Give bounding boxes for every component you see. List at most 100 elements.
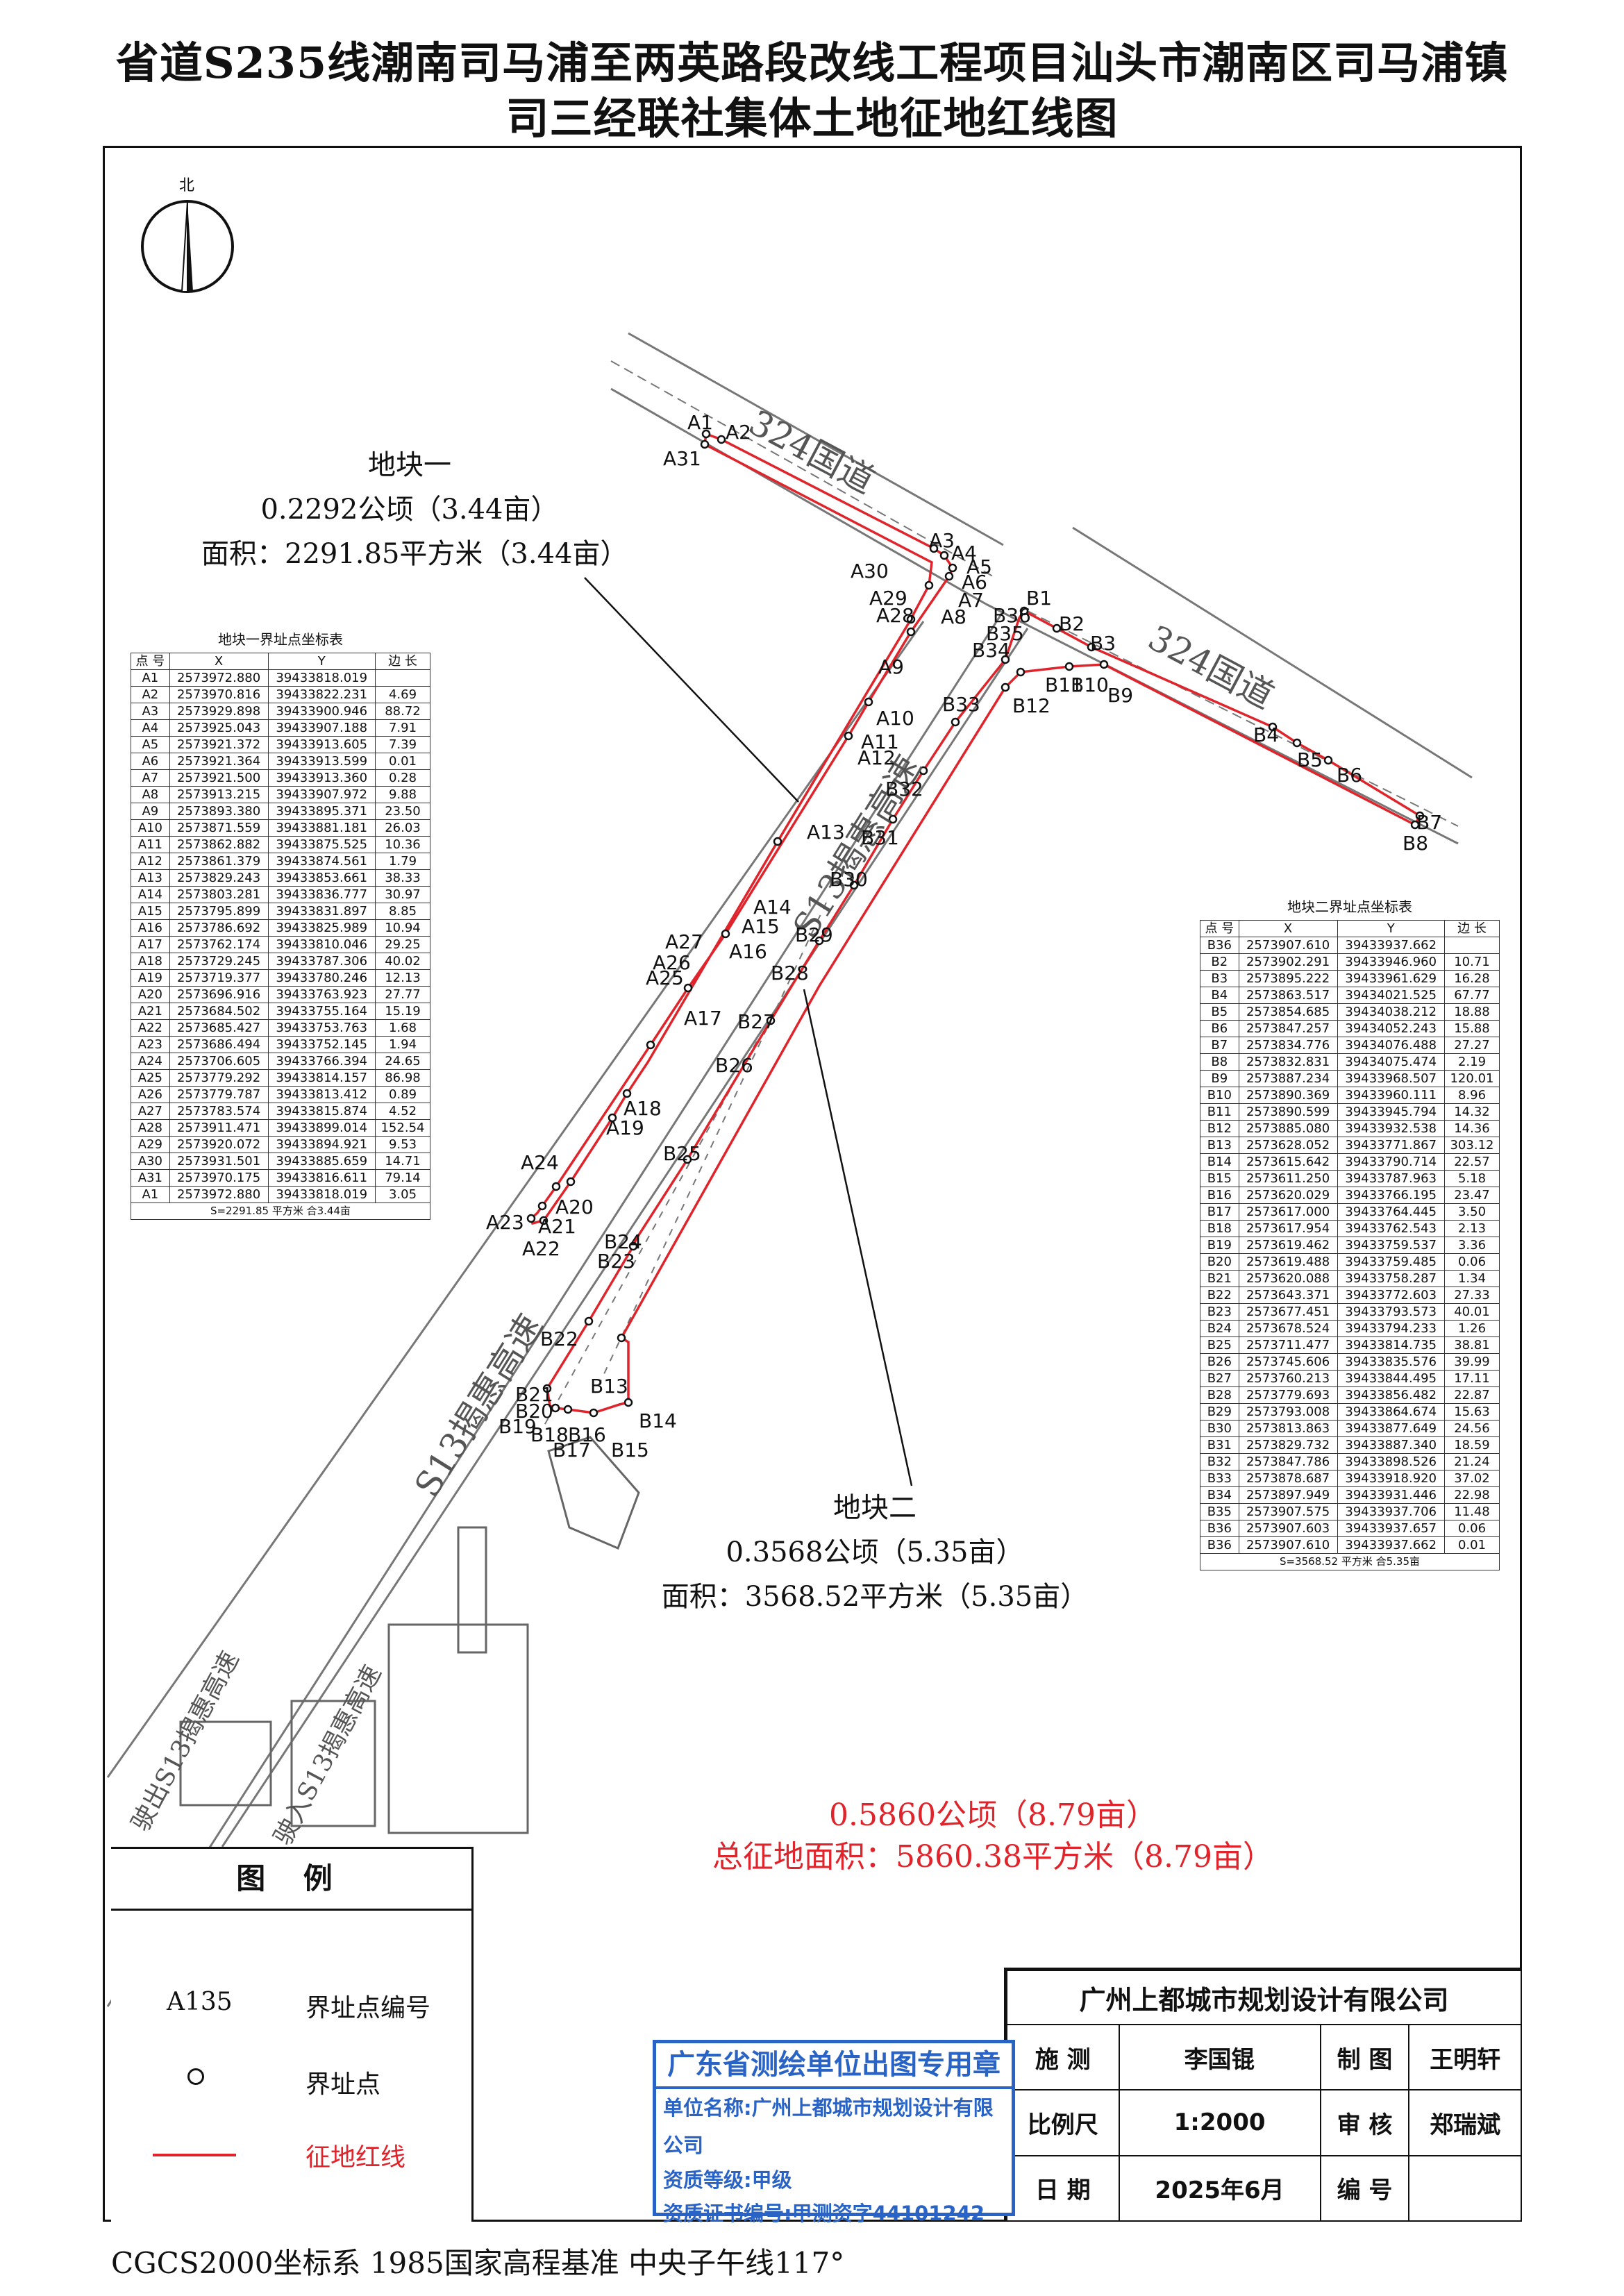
table-cell: B33 bbox=[1200, 1470, 1239, 1487]
table-cell: A4 bbox=[131, 719, 170, 737]
coordinate-system-note: CGCS2000坐标系 1985国家高程基准 中央子午线117° bbox=[111, 2246, 845, 2280]
edge-length-cell: 38.81 bbox=[1443, 1336, 1500, 1354]
edge-length-cell: 37.02 bbox=[1443, 1470, 1500, 1487]
table-cell: B32 bbox=[1200, 1453, 1239, 1470]
edge-length-cell: 7.39 bbox=[374, 736, 431, 753]
table-cell: 39433844.495 bbox=[1337, 1370, 1445, 1387]
table-cell: 2573762.174 bbox=[169, 936, 269, 953]
table-cell: B18 bbox=[1200, 1220, 1239, 1237]
edge-length-cell: 0.89 bbox=[374, 1086, 431, 1103]
table-cell: 39433898.526 bbox=[1337, 1453, 1445, 1470]
table-cell: B10 bbox=[1200, 1087, 1239, 1104]
table-cell: 39433772.603 bbox=[1337, 1287, 1445, 1304]
table-cell: A27 bbox=[131, 1103, 170, 1120]
table-cell: 2573760.213 bbox=[1238, 1370, 1338, 1387]
table-cell: 39433759.485 bbox=[1337, 1253, 1445, 1271]
point-label-b32: B32 bbox=[885, 778, 923, 801]
legend-point-desc: 界址点 bbox=[305, 2070, 381, 2099]
table-cell: A2 bbox=[131, 686, 170, 703]
g324-road bbox=[610, 332, 1473, 845]
table-header-cell: 边 长 bbox=[374, 653, 431, 670]
table-cell: A5 bbox=[131, 736, 170, 753]
table-cell: A6 bbox=[131, 753, 170, 770]
edge-length-cell: 39.99 bbox=[1443, 1353, 1500, 1371]
table-cell: A26 bbox=[131, 1086, 170, 1103]
table-cell: 2573686.494 bbox=[169, 1036, 269, 1053]
number-value bbox=[1408, 2154, 1522, 2222]
stamp-company: 单位名称:广州上都城市规划设计有限公司 bbox=[663, 2096, 994, 2157]
table-cell: 39433900.946 bbox=[267, 703, 376, 720]
point-label-a16: A16 bbox=[729, 940, 767, 963]
table-cell: 39433787.963 bbox=[1337, 1170, 1445, 1187]
table-cell: A24 bbox=[131, 1053, 170, 1070]
table-cell: 2573617.000 bbox=[1238, 1203, 1338, 1221]
table-header-cell: 点 号 bbox=[131, 653, 170, 670]
table-cell: B26 bbox=[1200, 1353, 1239, 1371]
table-cell: 39433814.735 bbox=[1337, 1336, 1445, 1354]
table-cell: 39433961.629 bbox=[1337, 970, 1445, 987]
table-cell: 2573871.559 bbox=[169, 819, 269, 837]
point-label-a15: A15 bbox=[742, 915, 780, 938]
point-label-b7: B7 bbox=[1416, 811, 1443, 834]
point-label-a1: A1 bbox=[687, 411, 713, 434]
edge-length-cell: 18.59 bbox=[1443, 1436, 1500, 1454]
table-cell: 2573907.610 bbox=[1238, 1536, 1338, 1554]
table-cell: 2573861.379 bbox=[169, 853, 269, 870]
point-label-a26: A26 bbox=[653, 951, 691, 974]
table-cell: B35 bbox=[1200, 1503, 1239, 1520]
review-label: 审 核 bbox=[1319, 2089, 1410, 2156]
table-cell: 2573677.451 bbox=[1238, 1303, 1338, 1321]
scale-value: 1:2000 bbox=[1118, 2089, 1321, 2156]
table-cell: 39433894.921 bbox=[267, 1136, 376, 1153]
table-cell: 2573862.882 bbox=[169, 836, 269, 853]
table-cell: B28 bbox=[1200, 1386, 1239, 1404]
point-label-a2: A2 bbox=[726, 421, 751, 444]
table-cell: 39434075.474 bbox=[1337, 1053, 1445, 1071]
point-label-b17: B17 bbox=[553, 1439, 591, 1461]
table-cell: 39433960.111 bbox=[1337, 1087, 1445, 1104]
date-label: 日 期 bbox=[1006, 2154, 1120, 2222]
surveying-stamp: 广东省测绘单位出图专用章 单位名称:广州上都城市规划设计有限公司 资质等级:甲级… bbox=[653, 2040, 1015, 2225]
edge-length-cell: 8.96 bbox=[1443, 1087, 1500, 1104]
table-cell: 2573907.575 bbox=[1238, 1503, 1338, 1520]
table-cell: 2573619.488 bbox=[1238, 1253, 1338, 1271]
point-label-a21: A21 bbox=[538, 1215, 576, 1238]
point-label-a6: A6 bbox=[962, 571, 987, 594]
table-cell: 2573921.372 bbox=[169, 736, 269, 753]
point-label-b3: B3 bbox=[1090, 632, 1116, 655]
table-cell: B14 bbox=[1200, 1153, 1239, 1171]
edge-length-cell: 27.77 bbox=[374, 986, 431, 1003]
table-header-cell: Y bbox=[267, 653, 376, 670]
edge-length-cell: 16.28 bbox=[1443, 970, 1500, 987]
table-cell: B24 bbox=[1200, 1320, 1239, 1337]
table-cell: A31 bbox=[131, 1169, 170, 1187]
table-cell: 39433787.306 bbox=[267, 953, 376, 970]
table-header-cell: X bbox=[169, 653, 269, 670]
edge-length-cell: 14.36 bbox=[1443, 1120, 1500, 1137]
point-label-b26: B26 bbox=[715, 1054, 753, 1077]
table-cell: A17 bbox=[131, 936, 170, 953]
table-cell: 39434052.243 bbox=[1337, 1020, 1445, 1037]
table-cell: 39433931.446 bbox=[1337, 1486, 1445, 1504]
point-label-b30: B30 bbox=[830, 868, 868, 891]
red-line-icon bbox=[153, 2154, 236, 2156]
edge-length-cell: 1.68 bbox=[374, 1019, 431, 1037]
